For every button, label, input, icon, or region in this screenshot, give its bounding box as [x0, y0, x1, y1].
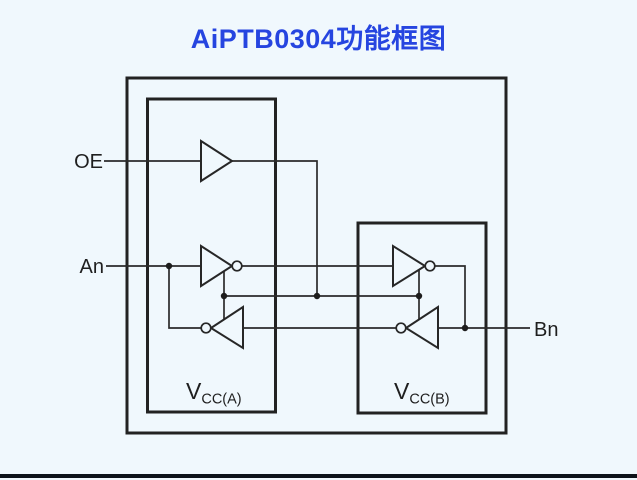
- a-side-reverse-buffer-icon: [200, 305, 244, 350]
- buffer-triangle: [404, 305, 439, 350]
- buffer-triangle: [200, 244, 234, 288]
- junction-dot: [461, 324, 469, 332]
- b-side-reverse-buffer-icon: [395, 305, 439, 350]
- junction-dot: [220, 292, 228, 300]
- vcc-b-label: VCC(B): [394, 378, 450, 408]
- junction-dot: [165, 262, 173, 270]
- buffer-triangle: [392, 244, 427, 288]
- inverter-bubble: [424, 260, 436, 272]
- vcc-b-label-main: V: [394, 378, 410, 404]
- pin-label-oe: OE: [74, 151, 103, 173]
- vcc-a-label-subscript: CC(A): [201, 392, 241, 408]
- pin-label-an: An: [80, 256, 104, 278]
- b-output-route-wire: [435, 265, 466, 328]
- vcc-a-label: VCC(A): [186, 378, 242, 408]
- vcc-a-box: [146, 97, 277, 414]
- buffer-triangle: [209, 305, 244, 350]
- inverter-bubble: [200, 322, 212, 334]
- inverter-bubble: [395, 322, 407, 334]
- pin-label-bn: Bn: [534, 319, 558, 341]
- inverter-bubble: [231, 260, 243, 272]
- vcc-a-label-main: V: [186, 378, 202, 404]
- oe-enable-route-wire: [232, 160, 318, 296]
- vcc-b-label-subscript: CC(B): [409, 392, 449, 408]
- junction-dot: [415, 292, 423, 300]
- oe-buffer-icon: [200, 139, 234, 183]
- buffer-triangle: [200, 139, 234, 183]
- bottom-border-bar: [0, 474, 637, 478]
- vcc-b-box: [356, 221, 488, 415]
- chip-outline-box: [125, 76, 508, 435]
- b-side-forward-buffer-icon: [392, 244, 436, 288]
- a-side-forward-buffer-icon: [200, 244, 243, 288]
- junction-dot: [313, 292, 321, 300]
- figure-title: AiPTB0304功能框图: [190, 24, 447, 54]
- an-feedback-wire: [168, 266, 201, 329]
